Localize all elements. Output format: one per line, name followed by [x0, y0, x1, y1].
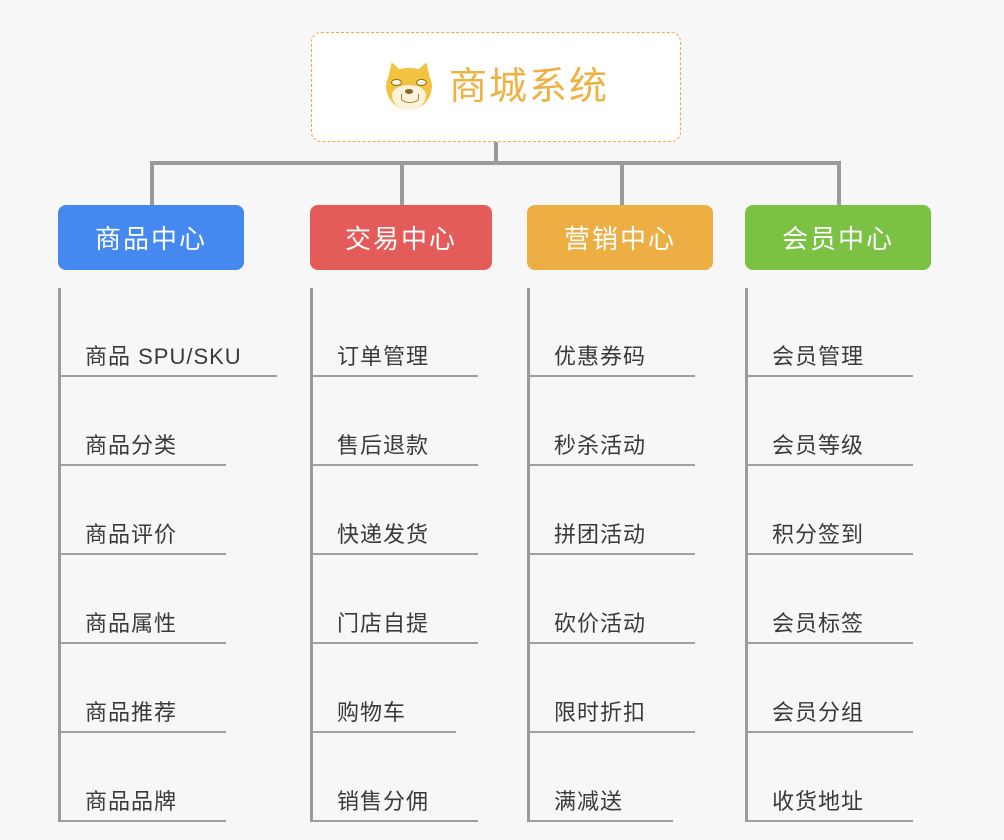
leaf-label: 砍价活动	[554, 611, 647, 636]
branch-column-4: 会员中心 会员管理 会员等级 积分签到 会员标签 会员分组	[745, 205, 931, 822]
leaf-list-2: 订单管理 售后退款 快递发货 门店自提 购物车 销售分佣	[310, 288, 492, 822]
leaf-label: 销售分佣	[337, 789, 430, 814]
leaf-underline	[61, 375, 277, 377]
leaf-underline	[748, 375, 913, 377]
leaf-label: 满减送	[554, 789, 624, 814]
leaf-underline	[748, 553, 913, 555]
leaf-underline	[313, 464, 478, 466]
leaf-label: 售后退款	[337, 433, 430, 458]
leaf-underline	[313, 820, 478, 822]
leaf-label: 秒杀活动	[554, 433, 647, 458]
leaf-item[interactable]: 订单管理	[313, 288, 492, 377]
leaf-underline	[61, 820, 226, 822]
leaf-item[interactable]: 商品品牌	[61, 733, 244, 822]
leaf-underline	[530, 375, 695, 377]
leaf-label: 商品品牌	[85, 789, 178, 814]
leaf-underline	[61, 553, 226, 555]
leaf-underline	[748, 731, 913, 733]
branch-column-2: 交易中心 订单管理 售后退款 快递发货 门店自提 购物车	[310, 205, 492, 822]
leaf-underline	[748, 820, 913, 822]
leaf-item[interactable]: 商品分类	[61, 377, 244, 466]
leaf-item[interactable]: 商品 SPU/SKU	[61, 288, 277, 377]
branch-header-4[interactable]: 会员中心	[745, 205, 931, 270]
leaf-item[interactable]: 售后退款	[313, 377, 492, 466]
leaf-item[interactable]: 收货地址	[748, 733, 931, 822]
leaf-underline	[313, 642, 478, 644]
leaf-label: 商品评价	[85, 522, 178, 547]
leaf-underline	[61, 731, 226, 733]
connector-drop-1	[150, 161, 154, 207]
connector-bus	[150, 161, 840, 165]
leaf-label: 会员分组	[772, 700, 865, 725]
leaf-underline	[530, 553, 695, 555]
leaf-underline	[313, 553, 478, 555]
leaf-item[interactable]: 会员标签	[748, 555, 931, 644]
branch-column-1: 商品中心 商品 SPU/SKU 商品分类 商品评价 商品属性 商品推荐	[58, 205, 277, 822]
leaf-label: 会员管理	[772, 344, 865, 369]
branch-header-label-4: 会员中心	[781, 224, 894, 254]
leaf-item[interactable]: 砍价活动	[530, 555, 713, 644]
leaf-label: 优惠券码	[554, 344, 647, 369]
branch-header-3[interactable]: 营销中心	[527, 205, 713, 270]
leaf-label: 商品 SPU/SKU	[85, 344, 242, 369]
connector-drop-4	[837, 161, 841, 207]
branch-header-label-2: 交易中心	[344, 224, 457, 254]
leaf-item[interactable]: 会员管理	[748, 288, 931, 377]
branch-column-3: 营销中心 优惠券码 秒杀活动 拼团活动 砍价活动 限时折扣	[527, 205, 713, 822]
leaf-item[interactable]: 门店自提	[313, 555, 492, 644]
leaf-item[interactable]: 秒杀活动	[530, 377, 713, 466]
leaf-underline	[61, 642, 226, 644]
leaf-item[interactable]: 购物车	[313, 644, 492, 733]
leaf-list-1: 商品 SPU/SKU 商品分类 商品评价 商品属性 商品推荐 商品品牌	[58, 288, 277, 822]
leaf-label: 快递发货	[337, 522, 430, 547]
leaf-underline	[748, 642, 913, 644]
connector-drop-3	[620, 161, 624, 207]
shiba-inu-dog-face-icon	[383, 59, 435, 113]
leaf-underline	[313, 731, 456, 733]
leaf-item[interactable]: 销售分佣	[313, 733, 492, 822]
leaf-item[interactable]: 优惠券码	[530, 288, 713, 377]
leaf-item[interactable]: 满减送	[530, 733, 713, 822]
leaf-label: 购物车	[337, 700, 407, 725]
branch-header-label-1: 商品中心	[94, 224, 207, 254]
connector-root-stem	[494, 142, 498, 164]
leaf-label: 拼团活动	[554, 522, 647, 547]
branch-header-2[interactable]: 交易中心	[310, 205, 492, 270]
branch-header-1[interactable]: 商品中心	[58, 205, 244, 270]
connector-drop-2	[400, 161, 404, 207]
leaf-item[interactable]: 会员等级	[748, 377, 931, 466]
leaf-item[interactable]: 拼团活动	[530, 466, 713, 555]
leaf-underline	[530, 820, 673, 822]
branch-header-label-3: 营销中心	[563, 224, 676, 254]
leaf-list-4: 会员管理 会员等级 积分签到 会员标签 会员分组 收货地址	[745, 288, 931, 822]
leaf-label: 门店自提	[337, 611, 430, 636]
leaf-underline	[530, 731, 695, 733]
leaf-label: 商品推荐	[85, 700, 178, 725]
leaf-item[interactable]: 商品推荐	[61, 644, 244, 733]
leaf-underline	[313, 375, 478, 377]
leaf-item[interactable]: 快递发货	[313, 466, 492, 555]
leaf-label: 收货地址	[772, 789, 865, 814]
leaf-label: 限时折扣	[554, 700, 647, 725]
leaf-label: 商品属性	[85, 611, 178, 636]
leaf-label: 会员标签	[772, 611, 865, 636]
leaf-underline	[530, 642, 695, 644]
root-node[interactable]: 商城系统	[311, 32, 681, 142]
leaf-item[interactable]: 商品属性	[61, 555, 244, 644]
leaf-label: 订单管理	[337, 344, 430, 369]
leaf-underline	[530, 464, 695, 466]
leaf-item[interactable]: 限时折扣	[530, 644, 713, 733]
leaf-label: 商品分类	[85, 433, 178, 458]
leaf-underline	[748, 464, 913, 466]
leaf-item[interactable]: 会员分组	[748, 644, 931, 733]
leaf-underline	[61, 464, 226, 466]
root-title: 商城系统	[448, 66, 609, 108]
leaf-item[interactable]: 商品评价	[61, 466, 244, 555]
leaf-list-3: 优惠券码 秒杀活动 拼团活动 砍价活动 限时折扣 满减送	[527, 288, 713, 822]
leaf-item[interactable]: 积分签到	[748, 466, 931, 555]
leaf-label: 积分签到	[772, 522, 865, 547]
leaf-label: 会员等级	[772, 433, 865, 458]
